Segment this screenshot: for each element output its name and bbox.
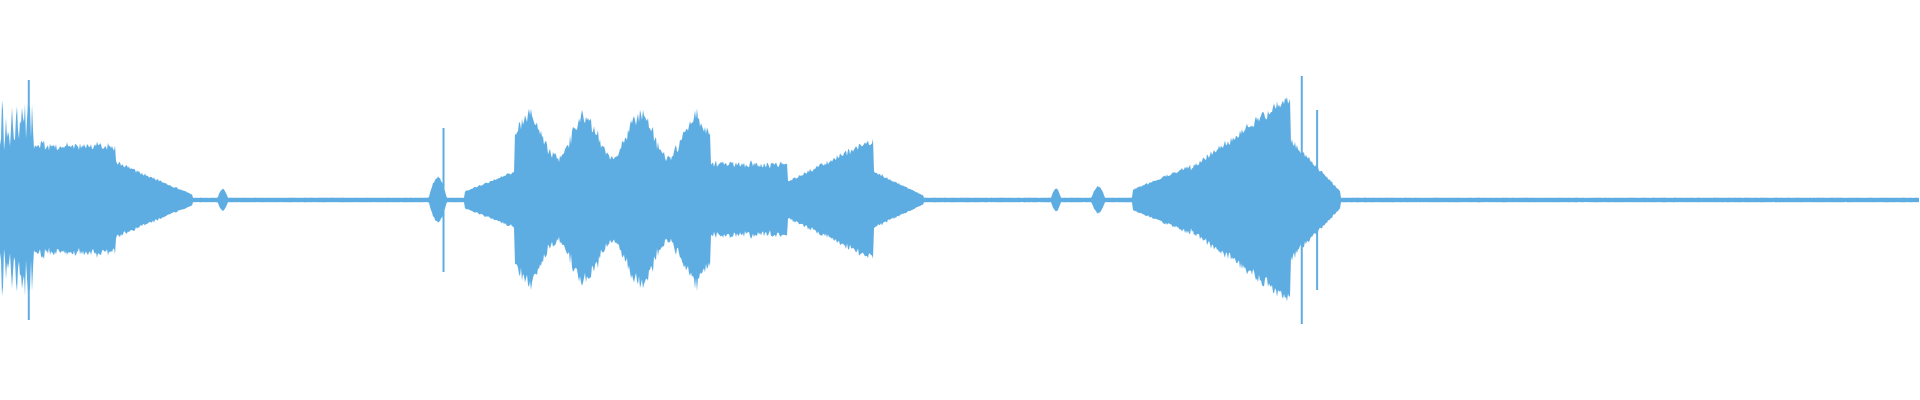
waveform-envelope bbox=[0, 97, 1919, 302]
